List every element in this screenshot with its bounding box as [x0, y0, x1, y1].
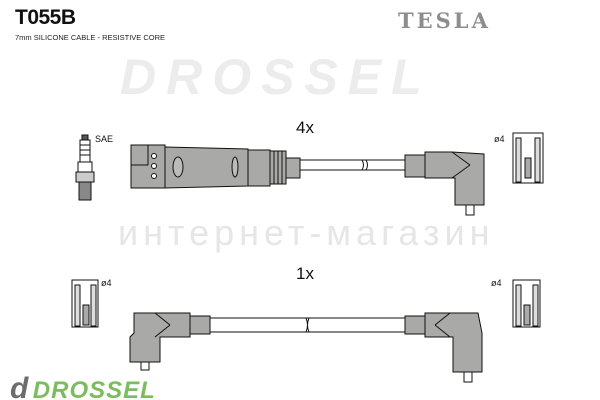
spark-plug-icon [75, 134, 95, 201]
terminal-cap-bottom-right [512, 279, 541, 328]
quantity-bottom: 1x [296, 264, 314, 283]
coil-elbow-boot-bottom-right [404, 312, 483, 383]
cable-top [299, 159, 406, 171]
watermark-tagline: интернет-магазин [118, 212, 495, 253]
terminal-label-bottom-left: ø4 [101, 278, 112, 288]
description: 7mm SILICONE CABLE - RESISTIVE CORE [15, 33, 166, 42]
logo-name: DROSSEL [32, 377, 156, 400]
terminal-cap-bottom-left [71, 279, 99, 328]
brand-logo: TESLA [398, 8, 491, 33]
drossel-logo: d DROSSEL [10, 374, 156, 400]
logo-mark: d [10, 372, 29, 400]
terminal-label-top: ø4 [494, 134, 505, 144]
part-number: T055B [15, 6, 76, 29]
terminal-cap-top-right [512, 132, 544, 184]
spark-plug-boot [130, 144, 301, 189]
plug-label: SAE [95, 134, 114, 144]
terminal-label-bottom-right: ø4 [491, 278, 502, 288]
quantity-top: 4x [296, 118, 314, 137]
coil-elbow-boot-top [404, 151, 485, 216]
coil-elbow-boot-bottom-left [129, 312, 211, 371]
watermark-logo: DROSSEL [120, 49, 432, 105]
